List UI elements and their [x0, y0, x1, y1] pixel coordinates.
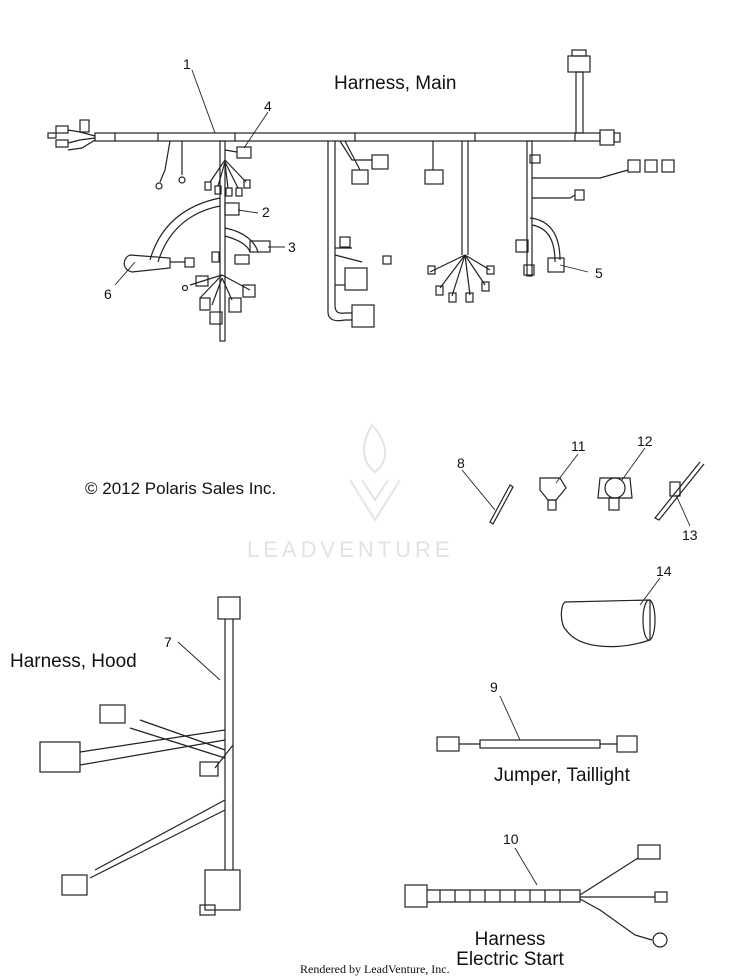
- jumper-drawing: [436, 735, 638, 753]
- electric-start-title-line1: Harness: [474, 929, 546, 950]
- watermark-text: LEADVENTURE: [247, 537, 454, 562]
- electric-start-title-line2: Electric Start: [456, 949, 564, 970]
- jumper-taillight-title: Jumper, Taillight: [494, 765, 630, 786]
- sleeve-drawing: [560, 599, 656, 648]
- callout-2: 2: [262, 204, 270, 220]
- callout-12: 12: [637, 433, 653, 449]
- callout-10: 10: [503, 831, 519, 847]
- callout-14: 14: [656, 563, 672, 579]
- callout-leaders: [114, 69, 691, 886]
- hood-harness-title: Harness, Hood: [10, 651, 137, 672]
- callout-7: 7: [164, 634, 172, 650]
- callout-5: 5: [595, 265, 603, 281]
- watermark-logo: [349, 423, 401, 522]
- main-harness-drawing: [47, 49, 675, 342]
- callout-1: 1: [183, 56, 191, 72]
- electric-start-title: Harness Electric Start: [455, 930, 565, 970]
- callout-6: 6: [104, 286, 112, 302]
- main-harness-title: Harness, Main: [334, 73, 457, 94]
- footer-credit: Rendered by LeadVenture, Inc.: [300, 962, 450, 976]
- callout-11: 11: [571, 438, 586, 454]
- copyright-notice: © 2012 Polaris Sales Inc.: [85, 479, 277, 498]
- callout-4: 4: [264, 98, 272, 114]
- callout-8: 8: [457, 455, 465, 471]
- callout-9: 9: [490, 679, 498, 695]
- small-parts-drawing: [489, 461, 705, 525]
- callout-13: 13: [682, 527, 698, 543]
- hood-harness-drawing: [39, 596, 241, 916]
- callout-3: 3: [288, 239, 296, 255]
- electric-start-drawing: [404, 844, 668, 948]
